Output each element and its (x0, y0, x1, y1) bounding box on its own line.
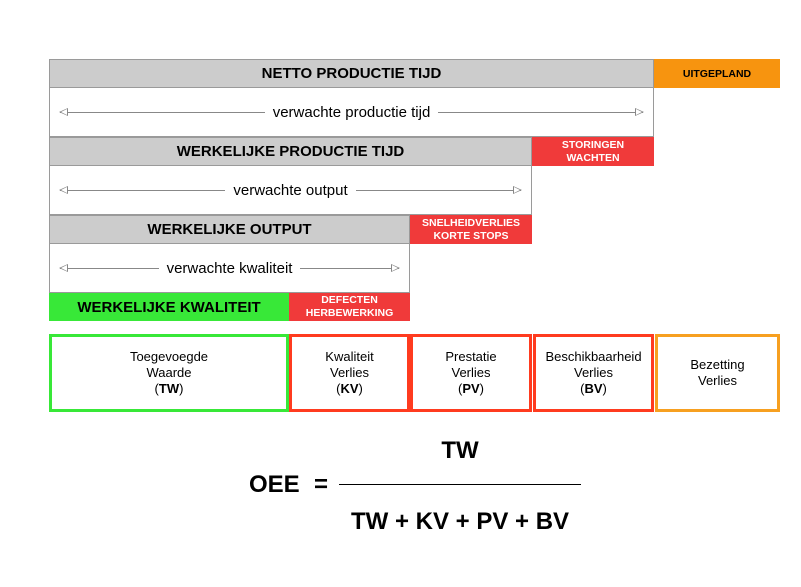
arrow-right-icon (438, 107, 644, 116)
expected-productie-tijd: verwachte productie tijd (49, 88, 654, 137)
box-line2: Verlies (451, 365, 491, 380)
loss-uitgepland: UITGEPLAND (654, 59, 780, 88)
box-line1: Beschikbaarheid (545, 349, 642, 364)
loss-snelheidverlies-korte-stops: SNELHEIDVERLIES KORTE STOPS (410, 215, 532, 244)
expected-output: verwachte output (49, 166, 532, 215)
box-line1: Kwaliteit (325, 349, 374, 364)
box-beschikbaarheid-verlies: Beschikbaarheid Verlies (BV) (533, 334, 654, 412)
box-line2: Waarde (146, 365, 192, 380)
loss-defecten-herbewerking: DEFECTEN HERBEWERKING (289, 293, 410, 321)
loss-label-line1: SNELHEIDVERLIES (421, 216, 521, 229)
loss-label-line2: HERBEWERKING (305, 307, 394, 319)
box-kwaliteit-verlies: Kwaliteit Verlies (KV) (289, 334, 410, 412)
expected-label: verwachte output (233, 181, 348, 199)
box-abbr: (KV) (336, 381, 363, 396)
formula-lhs: OEE (249, 471, 300, 498)
arrow-left-icon (59, 107, 265, 116)
box-abbr: (BV) (580, 381, 607, 396)
fraction-line (339, 484, 581, 485)
bar-label: WERKELIJKE OUTPUT (147, 221, 312, 238)
expected-label: verwachte productie tijd (272, 103, 431, 121)
box-line1: Bezetting (690, 357, 745, 372)
bar-werkelijke-productie-tijd: WERKELIJKE PRODUCTIE TIJD (49, 137, 532, 166)
box-line1: Prestatie (445, 349, 497, 364)
box-prestatie-verlies: Prestatie Verlies (PV) (410, 334, 532, 412)
bar-label: WERKELIJKE KWALITEIT (77, 298, 261, 316)
arrow-right-icon (300, 263, 400, 272)
loss-label-line2: KORTE STOPS (433, 229, 509, 242)
expected-kwaliteit: verwachte kwaliteit (49, 244, 410, 293)
box-toegevoegde-waarde: Toegevoegde Waarde (TW) (49, 334, 289, 412)
box-abbr: (TW) (154, 381, 184, 396)
arrow-right-icon (355, 185, 523, 194)
box-line1: Toegevoegde (129, 349, 209, 364)
arrow-left-icon (58, 185, 226, 194)
loss-label-line1: STORINGEN (561, 138, 625, 151)
loss-label-line2: WACHTEN (566, 151, 620, 164)
loss-storingen-wachten: STORINGEN WACHTEN (532, 137, 654, 166)
box-abbr: (PV) (457, 381, 485, 396)
bar-label: WERKELIJKE PRODUCTIE TIJD (176, 143, 405, 160)
formula-equals: = (314, 471, 329, 498)
formula-numerator: TW (441, 437, 479, 464)
box-line2: Verlies (573, 365, 614, 380)
bar-label: NETTO PRODUCTIE TIJD (261, 65, 442, 82)
bar-netto-productie-tijd: NETTO PRODUCTIE TIJD (49, 59, 654, 88)
expected-label: verwachte kwaliteit (166, 259, 293, 277)
box-line2: Verlies (697, 373, 738, 388)
box-line2: Verlies (329, 365, 370, 380)
formula-denominator: TW + KV + PV + BV (350, 508, 570, 535)
bar-werkelijke-output: WERKELIJKE OUTPUT (49, 215, 410, 244)
bar-werkelijke-kwaliteit: WERKELIJKE KWALITEIT (49, 293, 289, 321)
loss-label-line1: DEFECTEN (321, 294, 378, 306)
loss-label: UITGEPLAND (682, 67, 752, 80)
box-bezetting-verlies: Bezetting Verlies (655, 334, 780, 412)
arrow-left-icon (59, 263, 159, 272)
